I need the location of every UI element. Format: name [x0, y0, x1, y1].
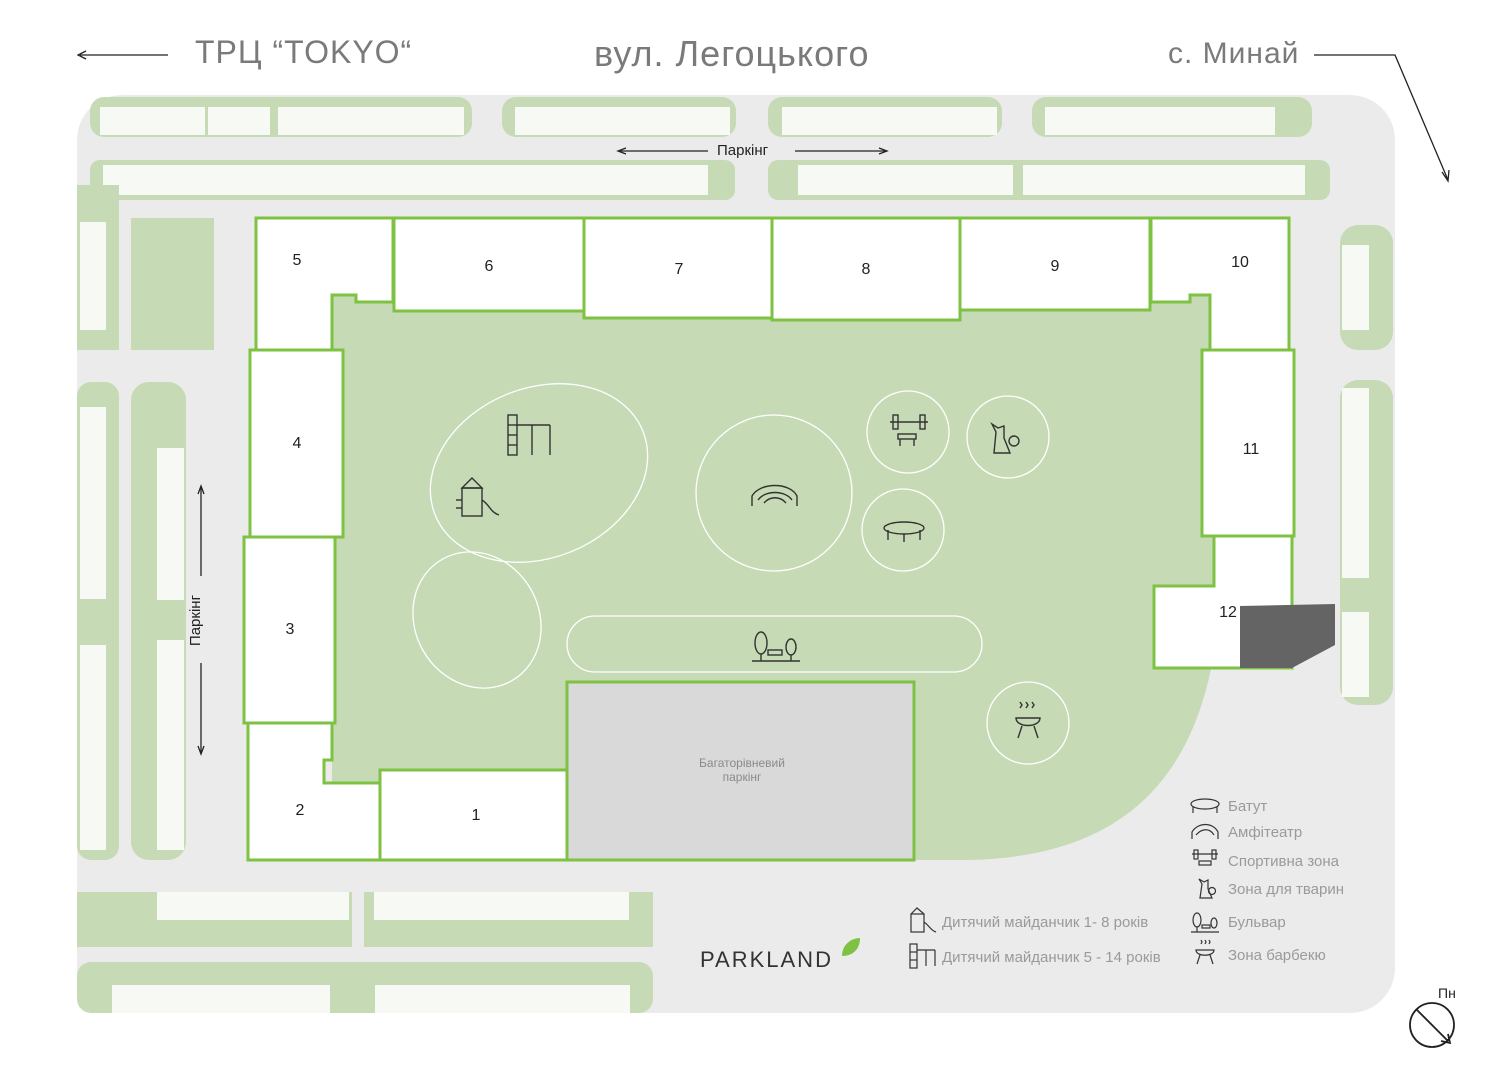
amphitheater-icon	[751, 484, 798, 506]
left-destination-label: ТРЦ “TOKYO“	[195, 34, 413, 70]
building-number-1: 1	[471, 807, 481, 824]
legend-playground-big: Дитячий майданчик 5 - 14 років	[942, 949, 1161, 966]
courtyard-green	[332, 295, 1220, 860]
right-destination-label: с. Минай	[1168, 37, 1300, 70]
legend-trampoline: Батут	[1228, 798, 1268, 815]
left-parking-stalls	[80, 222, 184, 850]
building-number-6: 6	[484, 258, 494, 275]
parkland-logo-text: PARKLAND	[700, 947, 833, 972]
legend-sport-zone: Спортивна зона	[1228, 853, 1339, 870]
slide-playground-icon	[456, 477, 500, 517]
direction-arrows	[76, 50, 1450, 756]
right-parking-stalls	[1342, 245, 1369, 697]
left-parking-label: Паркінг	[187, 594, 205, 647]
building-number-8: 8	[861, 261, 871, 278]
north-label: Пн	[1438, 985, 1456, 1001]
street-name-label: вул. Легоцького	[594, 33, 870, 74]
boulevard-icon	[752, 631, 800, 662]
climbing-playground-icon	[507, 414, 551, 456]
multilevel-parking-line2: паркінг	[722, 770, 762, 784]
building-number-4: 4	[292, 435, 302, 452]
bottom-parking-stalls	[112, 892, 630, 1013]
trampoline-icon	[883, 521, 925, 542]
top-parking-stalls	[100, 107, 1305, 195]
building-number-10: 10	[1231, 254, 1249, 271]
building-number-5: 5	[292, 252, 302, 269]
building-number-7: 7	[674, 261, 684, 278]
amenity-zone-outlines	[412, 383, 1070, 765]
building-number-2: 2	[295, 802, 305, 819]
top-parking-label: Паркінг	[717, 142, 769, 159]
legend-amphitheater: Амфітеатр	[1228, 824, 1303, 841]
sport-zone-icon	[890, 414, 928, 446]
bottom-road-gap	[352, 888, 364, 953]
building-number-9: 9	[1050, 258, 1060, 275]
legend-boulevard: Бульвар	[1228, 914, 1286, 931]
multilevel-parking	[565, 680, 916, 862]
pet-zone-icon	[990, 421, 1020, 454]
building-number-12: 12	[1219, 604, 1237, 621]
bbq-icon	[1015, 701, 1041, 739]
building-12-dark-section	[1240, 604, 1335, 668]
multilevel-parking-label: Багаторівневий паркінг	[672, 756, 812, 784]
building-number-3: 3	[285, 621, 295, 638]
legend-bbq: Зона барбекю	[1228, 947, 1326, 964]
legend-pet-zone: Зона для тварин	[1228, 881, 1345, 898]
building-number-11: 11	[1242, 441, 1260, 458]
legend-playground-small: Дитячий майданчик 1- 8 років	[942, 914, 1149, 931]
north-compass-icon	[1409, 1002, 1455, 1048]
brand-leaf-icon	[842, 938, 860, 956]
multilevel-parking-line1: Багаторівневий	[699, 756, 785, 770]
buildings	[242, 216, 1296, 862]
legend-icons	[909, 798, 1220, 969]
